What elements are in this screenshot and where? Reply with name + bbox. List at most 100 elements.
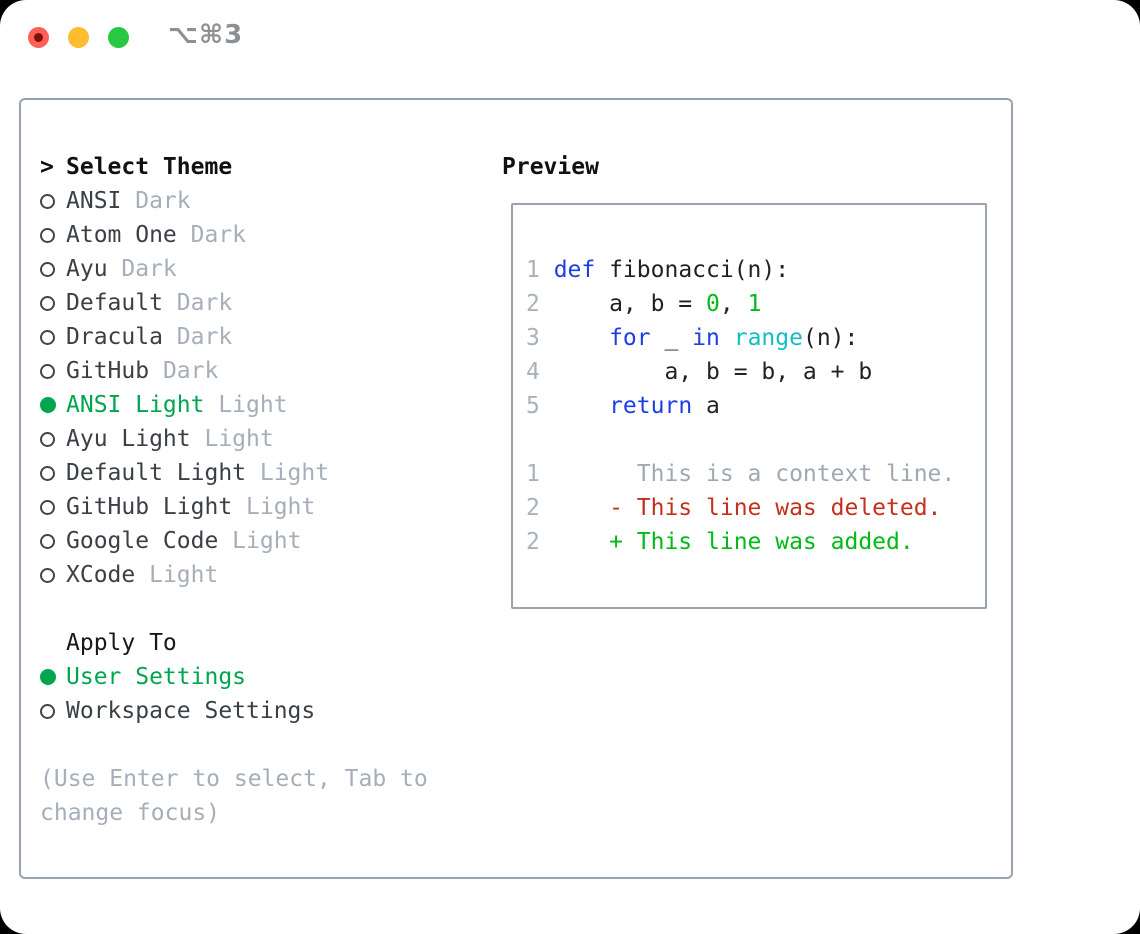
- theme-variant-label: Light: [218, 528, 302, 554]
- theme-variant-label: Dark: [176, 222, 247, 248]
- minimize-button[interactable]: [68, 27, 89, 48]
- radio-icon: [40, 286, 66, 320]
- diff-text: - This line was deleted.: [553, 495, 942, 521]
- theme-option-github-light[interactable]: GitHub Light Light: [40, 490, 485, 524]
- theme-variant-label: Light: [190, 426, 274, 452]
- radio-circle: [40, 432, 55, 447]
- code-line: 2 a, b = 0, 1: [526, 287, 985, 321]
- window-title: ⌥⌘3: [168, 20, 244, 50]
- line-number: 2: [526, 291, 540, 317]
- code-line: 5 return a: [526, 389, 985, 423]
- radio-icon: [40, 354, 66, 388]
- blank-line: [526, 423, 985, 457]
- theme-option-github[interactable]: GitHub Dark: [40, 354, 485, 388]
- code-token: 1: [747, 291, 762, 317]
- code-token: for: [609, 325, 651, 351]
- theme-variant-label: Dark: [162, 290, 233, 316]
- radio-icon: [40, 218, 66, 252]
- code-line: 3 for _ in range(n):: [526, 321, 985, 355]
- code-token: return: [609, 393, 693, 419]
- theme-variant-label: Light: [232, 494, 316, 520]
- diff-line-context: 1 This is a context line.: [526, 457, 985, 491]
- code-token: 0: [706, 291, 720, 317]
- code-token: a, b = b, a + b: [553, 359, 873, 385]
- radio-circle: [40, 534, 55, 549]
- select-theme-title: Select Theme: [66, 154, 233, 180]
- theme-variant-label: Light: [246, 460, 330, 486]
- radio-circle: [40, 500, 55, 515]
- prompt-icon: >: [40, 154, 54, 180]
- select-theme-header-row: > Select Theme: [40, 150, 485, 184]
- apply-option-label: User Settings: [66, 664, 247, 690]
- radio-icon: [40, 422, 66, 456]
- apply-to-title: Apply To: [66, 630, 177, 656]
- line-number: 1: [526, 461, 540, 487]
- theme-variant-label: Dark: [162, 324, 233, 350]
- footer-hint: (Use Enter to select, Tab to change focu…: [40, 766, 428, 826]
- theme-option-ayu[interactable]: Ayu Dark: [40, 252, 485, 286]
- traffic-lights: [28, 27, 129, 48]
- radio-circle: [40, 194, 55, 209]
- theme-option-atom-one[interactable]: Atom One Dark: [40, 218, 485, 252]
- radio-circle: [40, 330, 55, 345]
- theme-variant-label: Dark: [121, 188, 191, 214]
- code-token: _: [650, 325, 693, 351]
- line-number: 2: [526, 529, 540, 555]
- radio-circle: [40, 296, 55, 311]
- code-token: [554, 325, 609, 351]
- theme-option-dracula[interactable]: Dracula Dark: [40, 320, 485, 354]
- apply-option-label: Workspace Settings: [66, 698, 316, 724]
- code-token: fibonacci(n):: [595, 257, 790, 283]
- theme-variant-label: Light: [135, 562, 219, 588]
- apply-option-user-settings[interactable]: User Settings: [40, 660, 485, 694]
- line-number: 4: [526, 359, 540, 385]
- theme-option-label: GitHub Light: [66, 494, 233, 520]
- theme-option-xcode[interactable]: XCode Light: [40, 558, 485, 592]
- radio-dot: [40, 669, 56, 685]
- blank-line: [526, 219, 985, 253]
- radio-selected-icon: [40, 660, 66, 694]
- theme-option-default[interactable]: Default Dark: [40, 286, 485, 320]
- theme-option-label: GitHub: [66, 358, 150, 384]
- theme-option-ansi-light[interactable]: ANSI Light Light: [40, 388, 485, 422]
- radio-circle: [40, 262, 55, 277]
- radio-circle: [40, 466, 55, 481]
- theme-variant-label: Dark: [107, 256, 177, 282]
- theme-option-ansi[interactable]: ANSI Dark: [40, 184, 485, 218]
- code-token: def: [553, 257, 596, 283]
- code-token: in: [692, 325, 720, 351]
- theme-option-label: Default: [66, 290, 163, 316]
- radio-circle: [40, 364, 55, 379]
- theme-option-label: ANSI: [66, 188, 122, 214]
- close-button[interactable]: [28, 27, 49, 48]
- code-line: 1 def fibonacci(n):: [526, 253, 985, 287]
- preview-header-row: Preview: [502, 150, 599, 184]
- theme-option-label: Atom One: [66, 222, 177, 248]
- radio-icon: [40, 252, 66, 286]
- theme-variant-label: Dark: [149, 358, 219, 384]
- line-number: 2: [526, 495, 540, 521]
- code-token: range: [733, 325, 803, 351]
- diff-text: This is a context line.: [553, 461, 956, 487]
- code-token: a: [692, 393, 720, 419]
- radio-icon: [40, 456, 66, 490]
- theme-option-default-light[interactable]: Default Light Light: [40, 456, 485, 490]
- theme-option-label: Ayu: [66, 256, 108, 282]
- code-token: ,: [719, 291, 748, 317]
- apply-option-workspace-settings[interactable]: Workspace Settings: [40, 694, 485, 728]
- theme-option-label: Default Light: [66, 460, 247, 486]
- code-token: a, b =: [553, 291, 707, 317]
- theme-option-label: Ayu Light: [66, 426, 191, 452]
- radio-dot: [40, 397, 56, 413]
- theme-option-google-code[interactable]: Google Code Light: [40, 524, 485, 558]
- maximize-button[interactable]: [108, 27, 129, 48]
- radio-circle: [40, 704, 55, 719]
- line-number: 1: [526, 257, 540, 283]
- theme-option-ayu-light[interactable]: Ayu Light Light: [40, 422, 485, 456]
